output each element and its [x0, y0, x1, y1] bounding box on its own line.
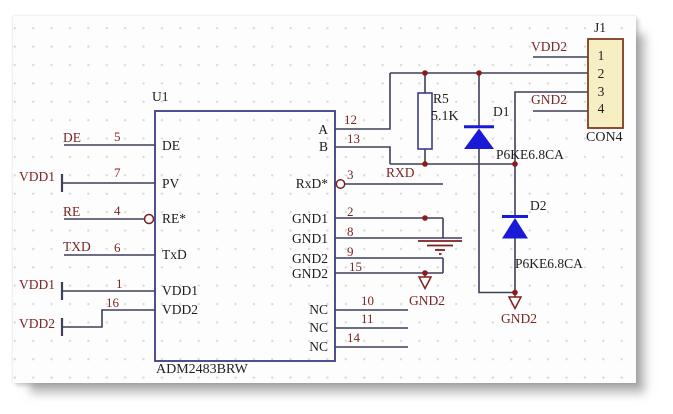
net-label-rxd: RXD [386, 165, 415, 180]
u1-pin-name-pv: PV [162, 176, 180, 191]
u1-pin-num-14: 14 [347, 330, 360, 345]
j1-pin-num-1: 1 [597, 48, 605, 63]
u1-pin-name-gnd2b: GND2 [292, 266, 328, 281]
wire-vdd2 [62, 309, 155, 328]
re-inversion-bubble-icon [143, 213, 155, 225]
r5-resistor-body [417, 92, 433, 150]
wire-gnd2-pin9 [335, 257, 444, 273]
junction-dot [422, 70, 428, 76]
j1-pin-num-4: 4 [597, 101, 605, 116]
junction-dots [422, 70, 518, 296]
u1-pin-num-7: 7 [114, 165, 121, 180]
u1-pin-name-gnd2a: GND2 [292, 251, 328, 266]
j1-designator: J1 [594, 20, 607, 35]
u1-pin-name-nc2: NC [309, 320, 328, 335]
gnd2-right-arrow-icon [507, 296, 523, 311]
d2-designator: D2 [530, 198, 547, 213]
j1-type: CON4 [586, 130, 623, 145]
u1-pin-name-a: A [318, 122, 328, 137]
net-label-vdd1-b: VDD1 [19, 277, 55, 292]
d1-part-number: P6KE6.8CA [496, 147, 564, 162]
u1-pin-num-1: 1 [116, 276, 123, 291]
u1-pin-name-gnd1a: GND1 [292, 211, 328, 226]
u1-pin-num-5: 5 [114, 129, 121, 144]
r5-value: 5.1K [431, 109, 459, 124]
u1-pin-num-15: 15 [349, 259, 362, 274]
u1-pin-num-16: 16 [106, 295, 119, 310]
d2-anode-triangle [502, 218, 528, 239]
gnd1-earth-icon [418, 240, 462, 255]
r5-designator: R5 [433, 91, 449, 106]
j1-pin-num-3: 3 [597, 84, 605, 99]
junction-dot [422, 161, 428, 167]
schematic-sheet [13, 16, 636, 383]
net-label-gnd2-left: GND2 [409, 293, 445, 308]
gnd2-left-arrow-icon [417, 276, 433, 291]
wire-b [335, 146, 391, 164]
net-label-vdd1-a: VDD1 [19, 169, 55, 184]
u1-pin-name-de: DE [162, 138, 180, 153]
u1-pin-num-6: 6 [114, 240, 121, 255]
u1-pin-num-9: 9 [347, 244, 354, 259]
u1-pin-name-vdd2: VDD2 [162, 302, 198, 317]
rxd-inversion-bubble-icon [335, 179, 346, 189]
wire-a [335, 73, 391, 130]
junction-dot [512, 289, 518, 296]
u1-part-number: ADM2483BRW [156, 362, 248, 377]
d2-diode-icon [502, 215, 528, 239]
u1-pin-num-10: 10 [361, 293, 374, 308]
u1-pin-num-11: 11 [361, 311, 374, 326]
u1-pin-num-3: 3 [347, 167, 354, 182]
net-label-vdd2: VDD2 [19, 316, 55, 331]
u1-pin-num-12: 12 [344, 112, 357, 127]
u1-pin-num-13: 13 [347, 131, 360, 146]
u1-pin-num-8: 8 [347, 224, 354, 239]
junction-dot [422, 215, 428, 221]
net-label-gnd2-j1: GND2 [531, 92, 567, 107]
u1-pin-name-nc3: NC [309, 339, 328, 354]
d1-diode-icon [464, 125, 494, 149]
u1-pin-name-nc1: NC [309, 302, 328, 317]
net-label-txd: TXD [63, 239, 91, 254]
u1-pin-name-txd: TxD [162, 247, 187, 262]
j1-pin-num-2: 2 [597, 66, 605, 81]
net-label-gnd2-right: GND2 [501, 311, 537, 326]
u1-pin-name-gnd1b: GND1 [292, 231, 328, 246]
d2-part-number: P6KE6.8CA [515, 256, 583, 271]
u1-pin-num-2: 2 [347, 204, 354, 219]
junction-dot [512, 161, 518, 167]
u1-pin-num-4: 4 [114, 203, 121, 218]
net-label-de: DE [63, 130, 81, 145]
u1-pin-name-rxd: RxD* [295, 176, 328, 191]
net-label-re: RE [63, 204, 81, 219]
d1-designator: D1 [493, 104, 510, 119]
wire-d1-branch [478, 73, 515, 294]
u1-designator: U1 [152, 89, 169, 104]
u1-pin-name-vdd1: VDD1 [162, 283, 198, 298]
d1-anode-triangle [464, 128, 494, 149]
net-label-vdd2-j1: VDD2 [531, 39, 567, 54]
j1-connector-body [587, 38, 624, 129]
junction-dot [422, 270, 428, 276]
junction-dot [476, 70, 482, 76]
u1-pin-name-re: RE* [162, 211, 187, 226]
u1-pin-name-b: B [318, 139, 328, 154]
u1-chip-body [154, 110, 336, 362]
wire-d2-branch [514, 91, 588, 293]
